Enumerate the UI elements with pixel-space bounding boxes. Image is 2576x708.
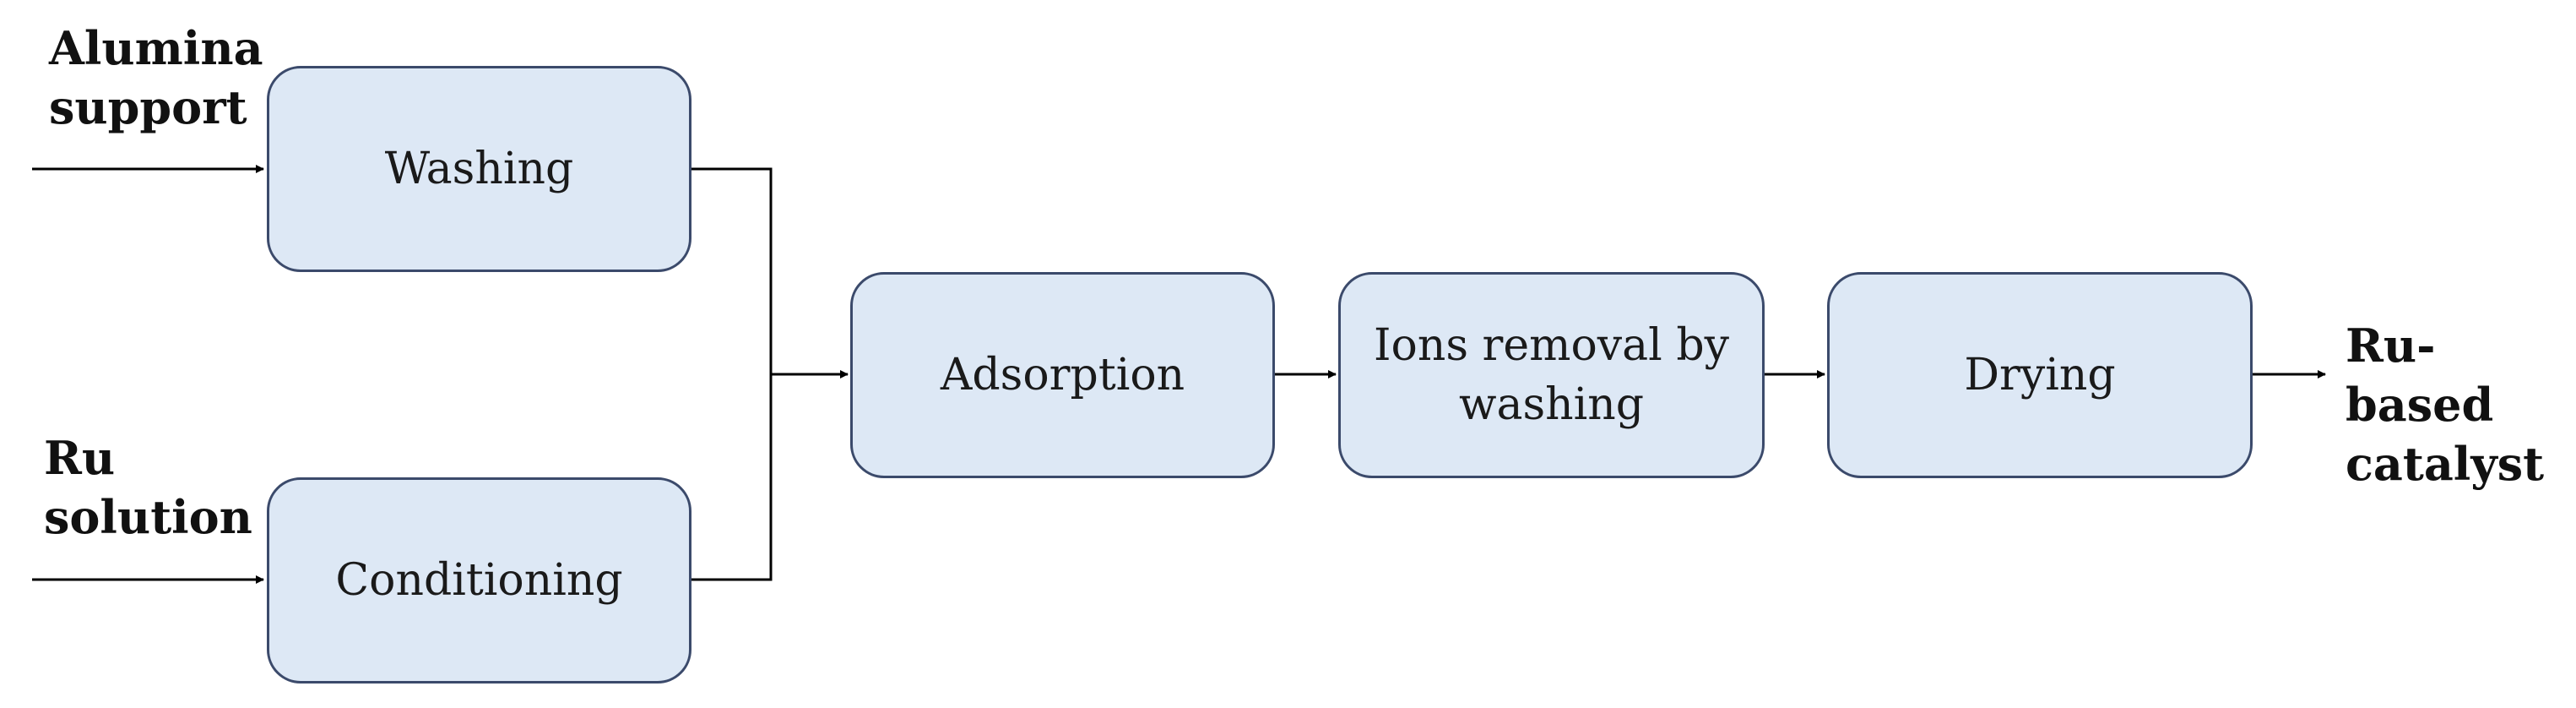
step-ions-removal-label: Ions removal by washing <box>1373 319 1729 430</box>
step-conditioning: Conditioning <box>267 477 691 683</box>
step-washing-label: Washing <box>384 143 574 194</box>
step-adsorption-label: Adsorption <box>940 349 1185 400</box>
merge-line-conditioning <box>691 374 773 581</box>
merge-line-washing <box>691 167 773 374</box>
output-label-ru-based-catalyst: Ru-based catalyst <box>2346 319 2545 492</box>
step-drying: Drying <box>1827 272 2253 478</box>
step-drying-label: Drying <box>1964 349 2116 400</box>
step-washing: Washing <box>267 66 691 272</box>
input-label-alumina-support: Alumina support <box>49 21 263 135</box>
step-adsorption: Adsorption <box>850 272 1275 478</box>
input-label-ru-solution: Ru solution <box>44 431 252 545</box>
step-ions-removal: Ions removal by washing <box>1338 272 1765 478</box>
step-conditioning-label: Conditioning <box>335 554 623 606</box>
